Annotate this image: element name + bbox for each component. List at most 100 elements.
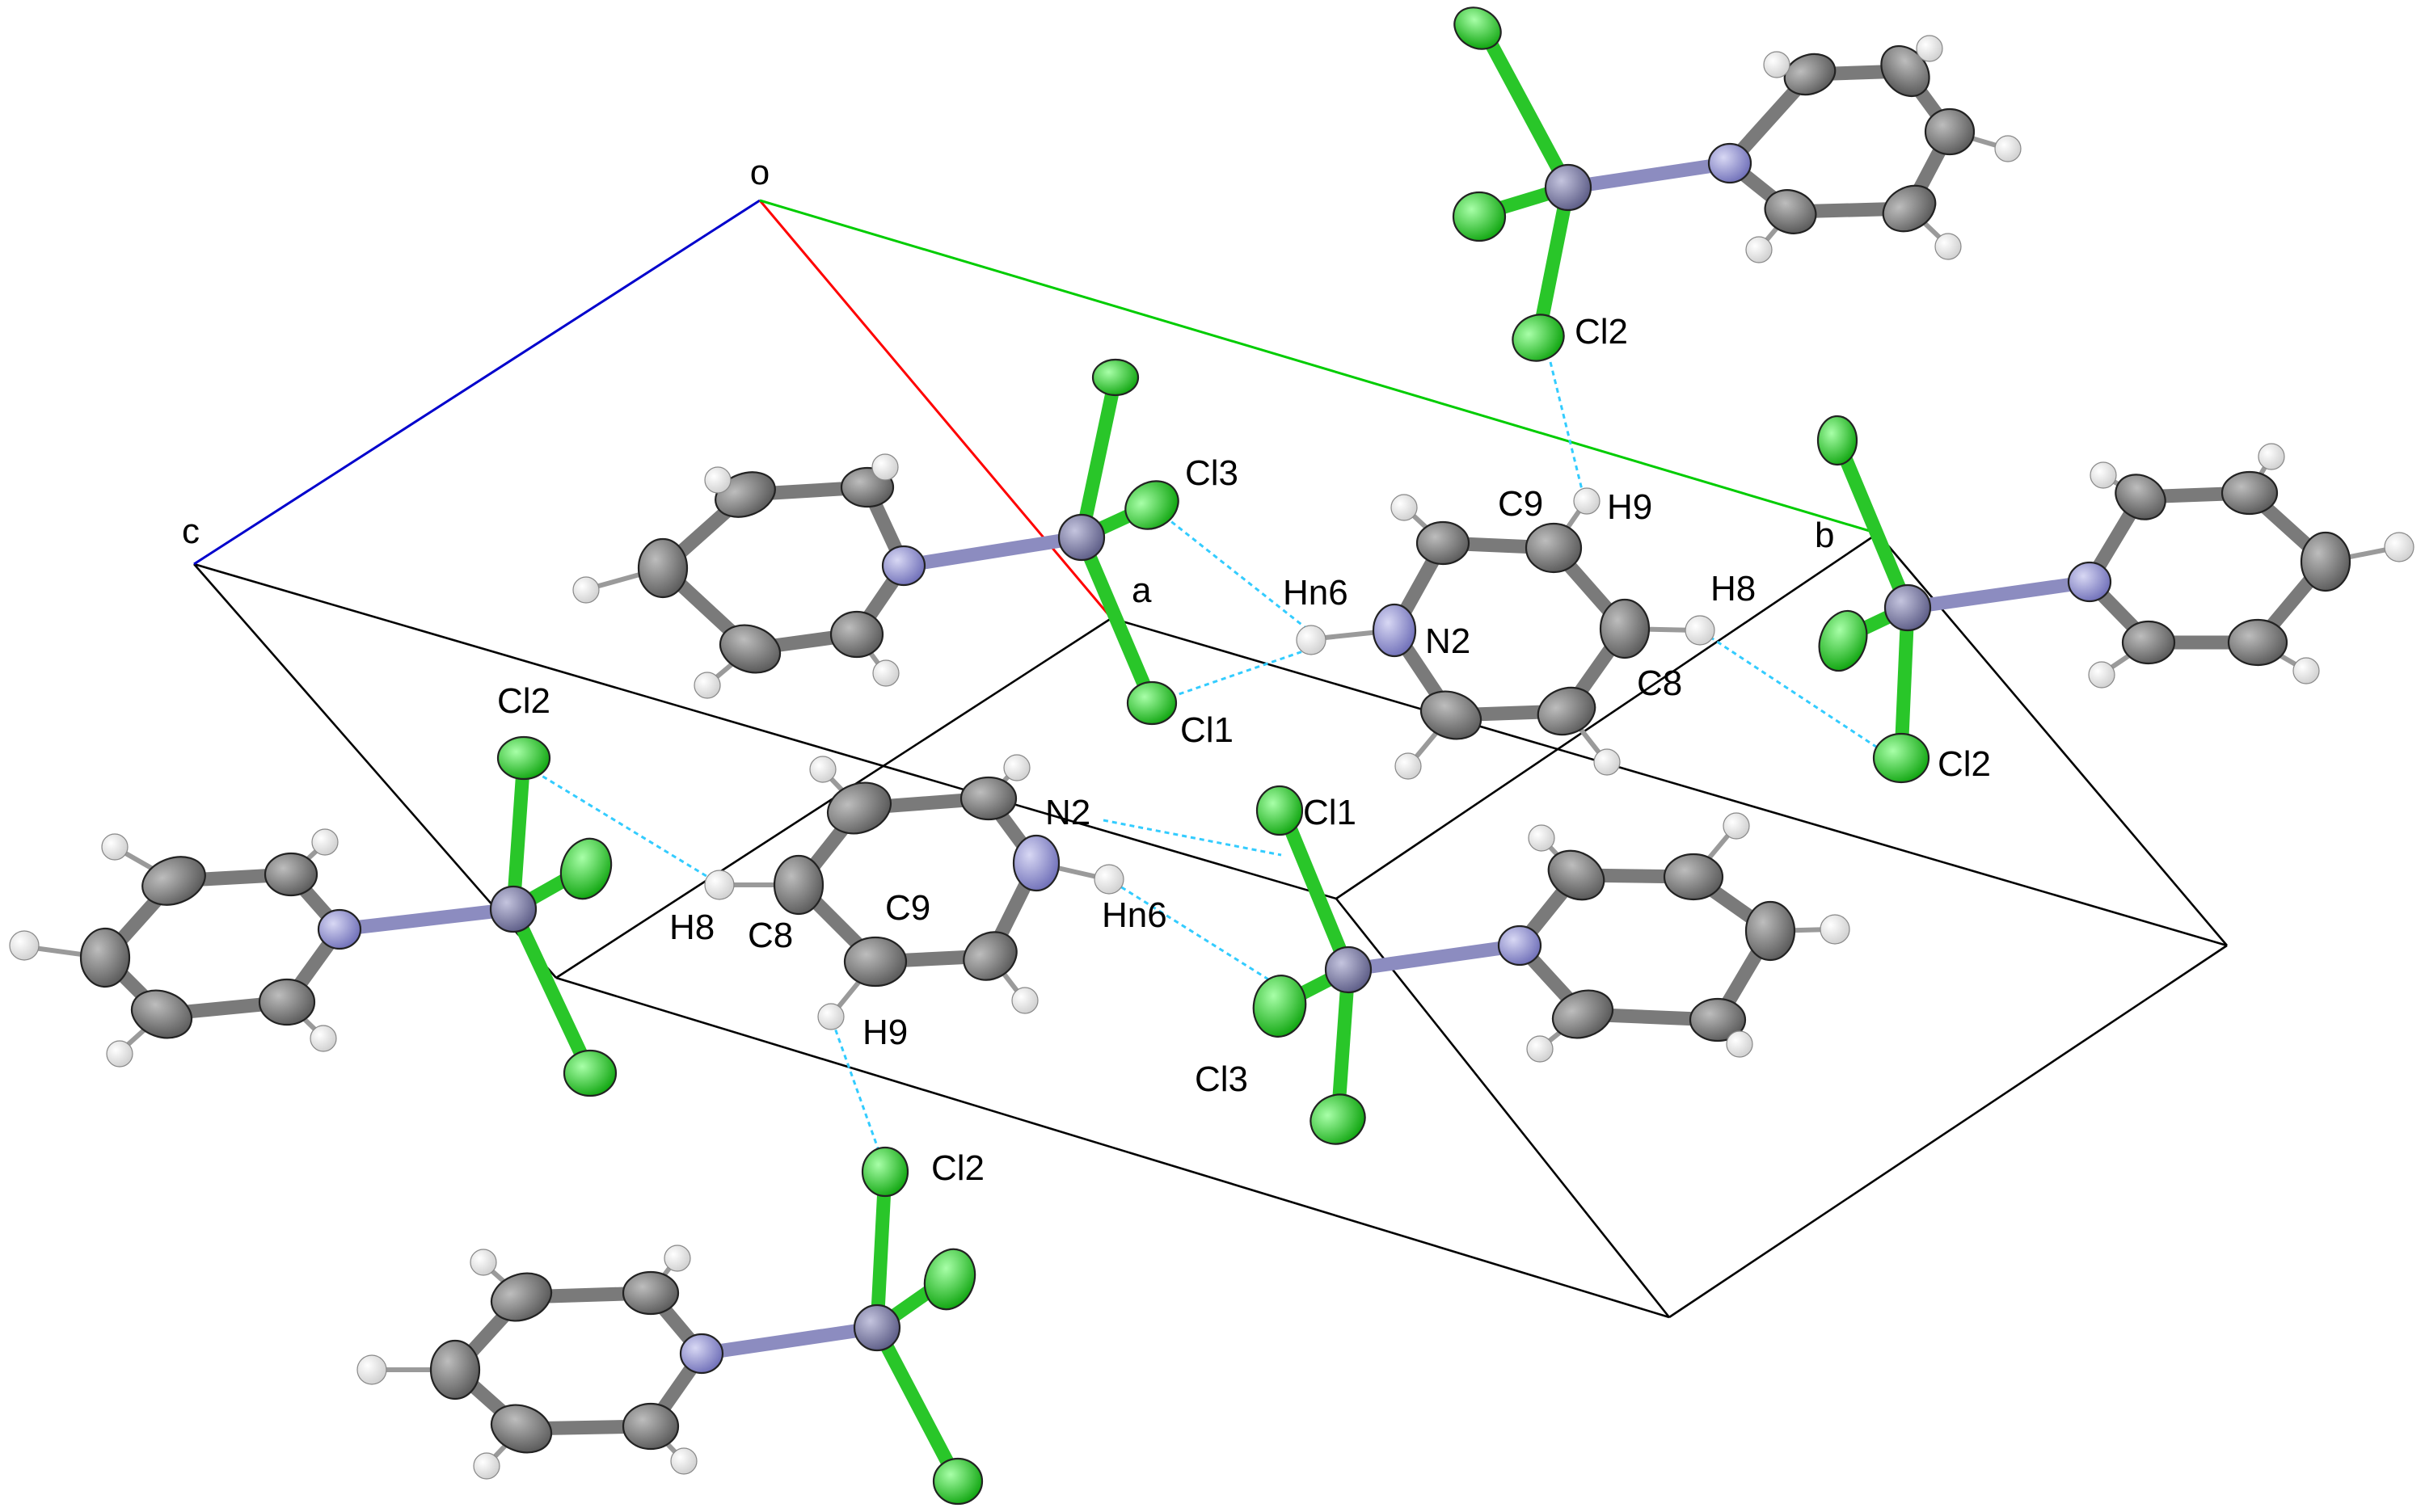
nitrogen-atom [1497, 924, 1542, 967]
carbon-atom [264, 852, 318, 897]
nitrogen-atom [679, 1333, 724, 1375]
carbon-atom [826, 781, 892, 835]
carbon-atom [719, 624, 782, 674]
hydrogen-atom [1994, 135, 2022, 162]
hydrogen-atom [356, 1354, 387, 1385]
axis-b-line [759, 199, 1879, 535]
nitrogen-atom [881, 545, 926, 587]
metal-atom [853, 1304, 901, 1352]
carbon-atom [622, 1402, 680, 1451]
carbon-atom [2121, 620, 2176, 665]
carbon-atom [1599, 598, 1651, 659]
hydrogen-atom [694, 672, 721, 699]
chlorine-atom [1818, 609, 1868, 672]
nitrogen-atom [1707, 142, 1752, 184]
carbon-atom [773, 854, 824, 916]
metal-atom [489, 885, 538, 933]
carbon-atom [1663, 853, 1724, 901]
hydrogen-atom [311, 828, 339, 856]
hydrogen-atom [1573, 487, 1600, 515]
chlorine-atom [932, 1457, 984, 1506]
carbon-atom [2115, 474, 2166, 520]
cell-edge [1668, 944, 2228, 1319]
cell-edge [1877, 533, 2228, 946]
hydrogen-atom [872, 659, 900, 687]
atom-label: H8 [669, 908, 715, 947]
atom-label: H9 [1607, 487, 1652, 527]
carbon-atom [1924, 107, 1976, 156]
atom-label: Cl2 [1938, 744, 1991, 784]
axis-label-b: b [1815, 516, 1834, 555]
cell-edge [1335, 532, 1879, 900]
hydrogen-atom [2258, 443, 2285, 470]
atom-label: Hn6 [1102, 895, 1167, 935]
carbon-atom [1689, 997, 1747, 1042]
atom-label: Cl2 [497, 681, 550, 721]
hydrogen-atom [9, 930, 40, 961]
hydrogen-atom [2292, 657, 2320, 684]
nitrogen-atom [1012, 834, 1061, 892]
hydrogen-atom [1094, 864, 1124, 895]
hydrogen-atom [1685, 615, 1715, 646]
chlorine-atom [861, 1146, 909, 1198]
carbon-atom [1551, 989, 1614, 1039]
hbond [1113, 881, 1286, 992]
hydrogen-atom [1390, 494, 1418, 521]
hydrogen-atom [1593, 748, 1621, 776]
carbon-atom [141, 856, 206, 906]
hbond [1162, 643, 1322, 701]
hydrogen-atom [470, 1249, 497, 1276]
chlorine-atom [1872, 732, 1930, 784]
carbon-atom [959, 776, 1018, 821]
nitrogen-atom [317, 908, 362, 950]
metal-atom [1324, 946, 1373, 994]
carbon-atom [1419, 690, 1482, 740]
chlorine-atom [923, 1248, 976, 1311]
atom-labels: Cl3 Hn6 N2 C9 H9 Cl2 H8 C8 Cl1 Cl2 Cl2 N… [497, 312, 1991, 1188]
metal-atom [1057, 513, 1106, 562]
hydrogen-atom [473, 1452, 500, 1480]
cell-axes [193, 199, 1879, 619]
metal-atom [1544, 163, 1592, 212]
atom-label: C9 [885, 888, 930, 928]
hydrogen-atom [1394, 752, 1422, 780]
hydrogen-atom [1526, 1035, 1554, 1063]
chlorine-atom [1091, 358, 1140, 397]
atom-label: N2 [1425, 621, 1470, 661]
molecule-4 [9, 735, 618, 1097]
molecule-1 [1452, 6, 2022, 362]
atom-label: H9 [862, 1013, 908, 1052]
hydrogen-atom [572, 576, 600, 604]
hydrogen-atom [670, 1447, 698, 1475]
hydrogen-atom [871, 453, 899, 481]
hydrogen-atom [2088, 661, 2115, 689]
pyridinium-2 [704, 754, 1124, 1030]
carbon-atom [2227, 618, 2288, 667]
molecule-6 [356, 1146, 984, 1506]
carbon-atom [258, 978, 316, 1026]
atom-label: C9 [1498, 484, 1543, 524]
cell-edge [555, 976, 1670, 1319]
molecule-3 [1816, 415, 2414, 784]
metal-atom [1883, 583, 1932, 632]
hydrogen-atom [704, 870, 735, 900]
carbon-atom [1547, 849, 1605, 901]
hydrogen-atom [1723, 812, 1750, 840]
carbon-atom [2220, 470, 2279, 516]
atom-label: H8 [1710, 569, 1756, 609]
axis-labels: o a b c [182, 153, 1834, 610]
hydrogen-atom [817, 1003, 845, 1030]
carbon-atom [637, 537, 689, 599]
atom-label: Cl3 [1185, 453, 1238, 493]
carbon-atom [130, 989, 193, 1039]
hydrogen-atom [1296, 625, 1326, 655]
carbon-atom [429, 1339, 481, 1400]
chlorine-atom [1252, 975, 1307, 1038]
axis-c-line [193, 199, 761, 566]
atom-label: Cl1 [1303, 793, 1356, 832]
hydrogen-atom [1528, 824, 1555, 852]
nitrogen-atom [2067, 561, 2112, 603]
atom-label: Cl2 [1575, 312, 1628, 352]
atom-label: Cl3 [1195, 1059, 1248, 1099]
